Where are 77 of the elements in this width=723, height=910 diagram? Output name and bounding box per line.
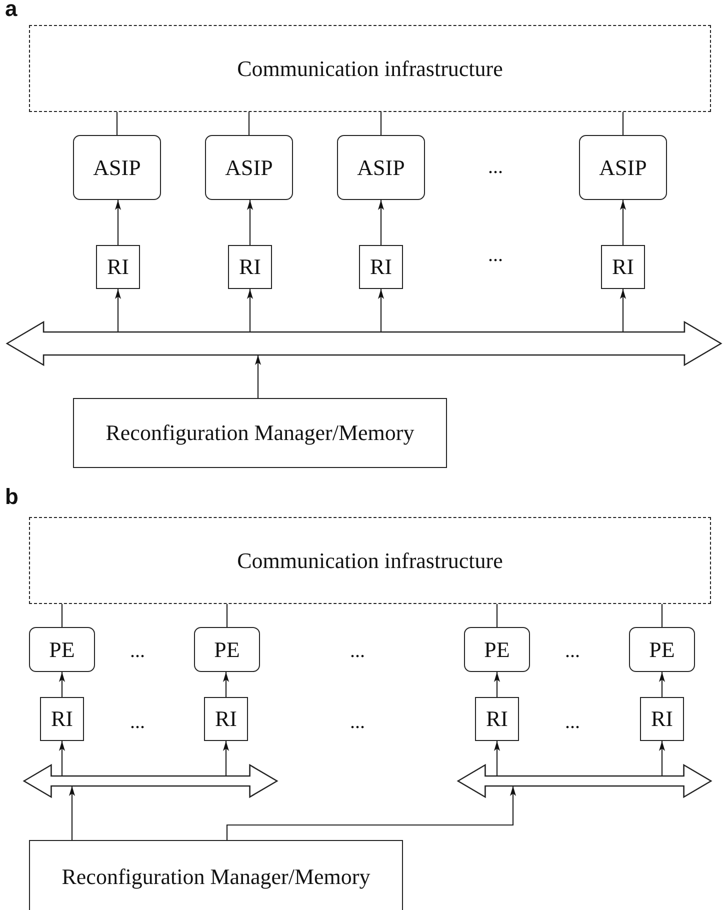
arrow [620, 289, 626, 332]
ellipsis: ... [488, 244, 503, 267]
connector-line [226, 604, 228, 627]
node-label: RI [215, 706, 237, 732]
node-label: PE [484, 636, 510, 662]
process-box [73, 398, 447, 468]
arrow [659, 741, 665, 776]
arrow [659, 672, 665, 697]
arrow [223, 672, 229, 697]
arrow [223, 741, 229, 776]
connector-line [622, 112, 624, 135]
node-label: ASIP [357, 154, 405, 180]
rounded-box [73, 135, 161, 200]
rounded-box [464, 627, 530, 672]
arrow [115, 289, 121, 332]
process-box [96, 245, 140, 289]
process-box [640, 697, 684, 741]
rounded-box [337, 135, 425, 200]
panel-label: b [5, 484, 18, 510]
ellipsis: ... [488, 156, 503, 179]
ellipsis: ... [565, 640, 580, 663]
ellipsis: ... [350, 640, 365, 663]
node-label: Communication infrastructure [237, 548, 503, 574]
node-label: PE [214, 636, 240, 662]
ellipsis: ... [565, 711, 580, 734]
arrow [494, 741, 500, 776]
connector-line [248, 112, 250, 135]
arrow [247, 289, 253, 332]
node-label: ASIP [93, 154, 141, 180]
node-label: Reconfiguration Manager/Memory [106, 420, 414, 446]
node-label: ASIP [599, 154, 647, 180]
arrow [226, 786, 516, 840]
node-label: RI [51, 706, 73, 732]
node-label: PE [49, 636, 75, 662]
arrow [494, 672, 500, 697]
process-box [204, 697, 248, 741]
connector-line [661, 604, 663, 627]
arrow [115, 200, 121, 245]
arrow [247, 200, 253, 245]
connector-line [61, 604, 63, 627]
ellipsis: ... [350, 711, 365, 734]
dashed-box [29, 25, 711, 112]
rounded-box [194, 627, 260, 672]
node-label: PE [649, 636, 675, 662]
rounded-box [29, 627, 95, 672]
node-label: RI [612, 254, 634, 280]
node-label: RI [239, 254, 261, 280]
arrow [59, 672, 65, 697]
arrow [59, 741, 65, 776]
arrow [378, 200, 384, 245]
process-box [29, 840, 403, 910]
arrow [255, 355, 261, 398]
node-label: Reconfiguration Manager/Memory [62, 864, 370, 890]
panel-label: a [5, 0, 18, 22]
rounded-box [579, 135, 667, 200]
process-box [359, 245, 403, 289]
connector-line [380, 112, 382, 135]
process-box [228, 245, 272, 289]
dashed-box [29, 517, 711, 604]
node-label: RI [370, 254, 392, 280]
process-box [601, 245, 645, 289]
connector-line [116, 112, 118, 135]
arrow [620, 200, 626, 245]
node-label: RI [486, 706, 508, 732]
arrow [69, 786, 75, 840]
process-box [40, 697, 84, 741]
node-label: RI [107, 254, 129, 280]
process-box [475, 697, 519, 741]
rounded-box [629, 627, 695, 672]
ellipsis: ... [130, 640, 145, 663]
ellipsis: ... [130, 711, 145, 734]
rounded-box [205, 135, 293, 200]
node-label: Communication infrastructure [237, 56, 503, 82]
node-label: ASIP [225, 154, 273, 180]
arrow [378, 289, 384, 332]
connector-line [496, 604, 498, 627]
node-label: RI [651, 706, 673, 732]
